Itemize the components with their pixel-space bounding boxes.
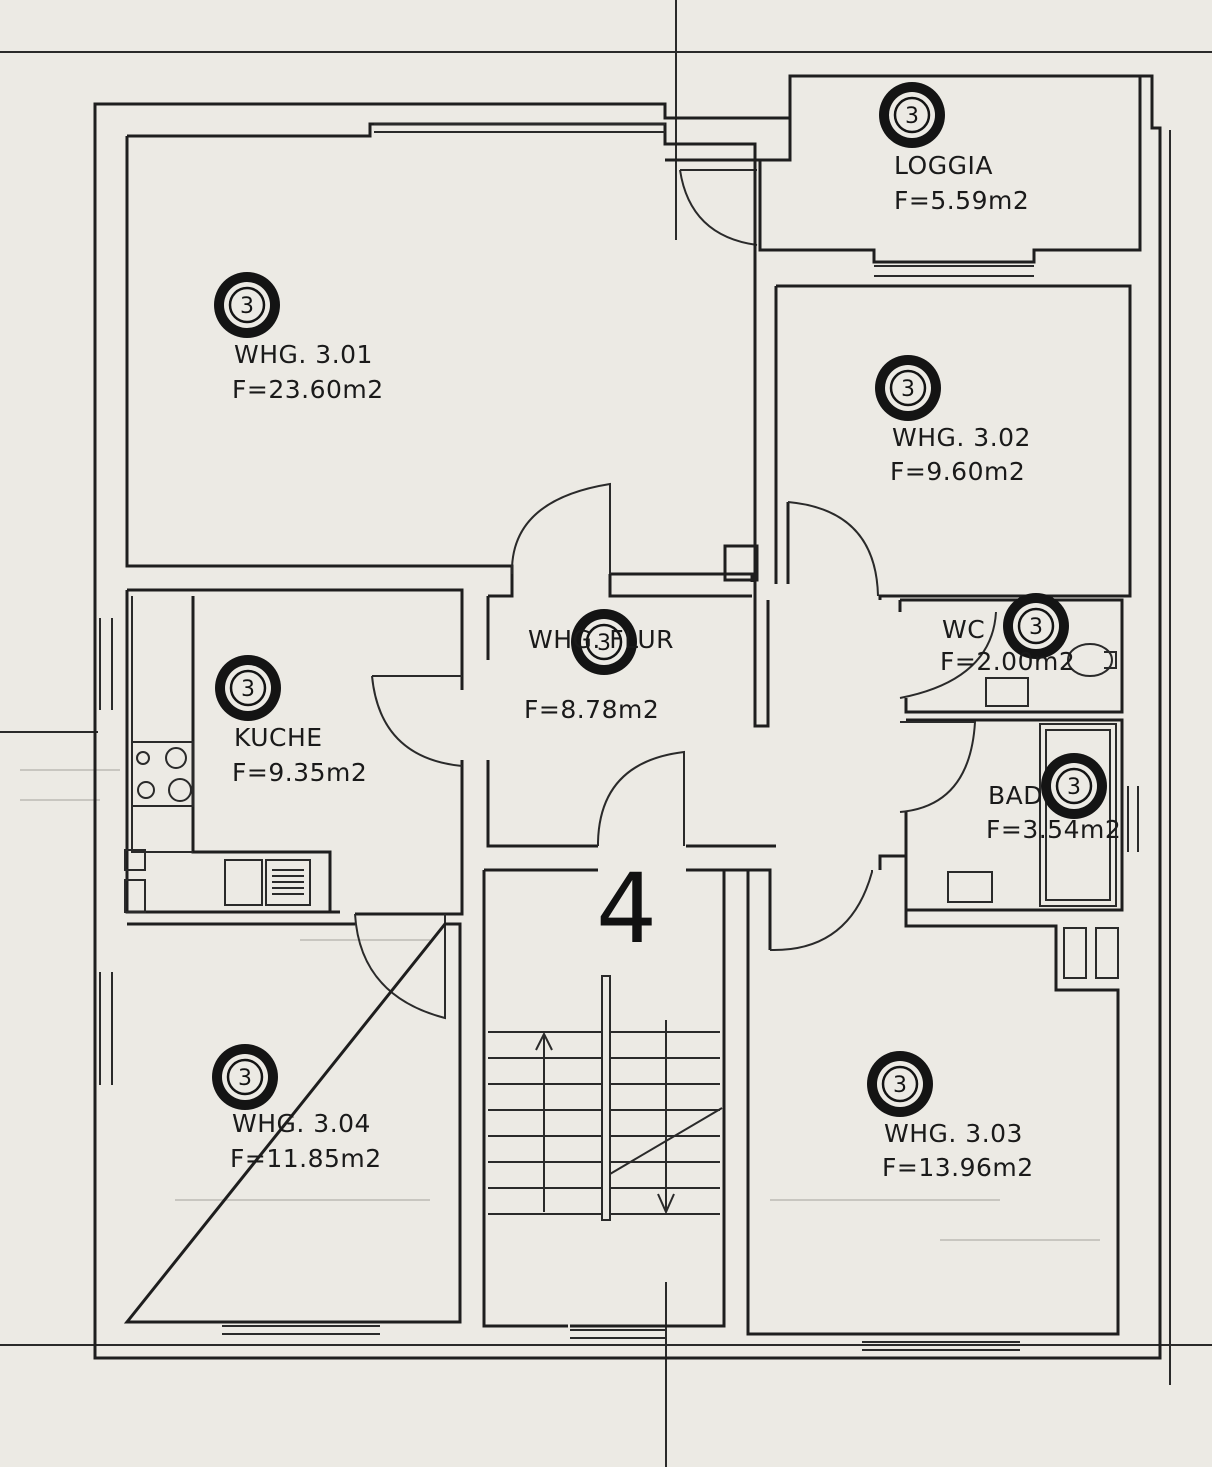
room-301-name: WHG. 3.01 (234, 340, 373, 369)
kitchen-name: KUCHE (234, 723, 323, 752)
room-badge-whg-304: 3 (212, 1044, 278, 1110)
loggia-name: LOGGIA (894, 151, 993, 180)
room-badge-loggia: 3 (879, 82, 945, 148)
room-badge-whg-302: 3 (875, 355, 941, 421)
room-302-name: WHG. 3.02 (892, 423, 1031, 452)
wc-name: WC (942, 615, 985, 644)
room-302-area: F=9.60m2 (890, 457, 1025, 486)
hallway-walls (354, 482, 776, 1020)
room-301-area: F=23.60m2 (232, 375, 384, 404)
room-badge-kuche: 3 (215, 655, 281, 721)
room-badge-number: 3 (893, 1073, 907, 1098)
room-303-walls (724, 854, 1120, 1351)
bath-name: BAD (988, 781, 1043, 810)
bath-area: F=3.54m2 (986, 815, 1121, 844)
room-badge-whg-301: 3 (214, 272, 280, 338)
room-302-walls (774, 284, 1132, 600)
hallway-name: WHG. FLUR (528, 625, 674, 654)
room-badge-number: 3 (241, 677, 255, 702)
room-304-name: WHG. 3.04 (232, 1109, 371, 1138)
wc-area: F=2.00m2 (940, 647, 1075, 676)
room-badge-number: 3 (905, 104, 919, 129)
kitchen-walls (99, 588, 464, 1085)
room-badges: 3 3 3 3 3 3 3 3 3 (212, 82, 1107, 1117)
room-badge-flur: 3 (571, 609, 637, 675)
stairwell-mark: 4 (596, 853, 657, 965)
room-badge-number: 3 (597, 631, 611, 656)
room-badge-number: 3 (1067, 775, 1081, 800)
room-badge-number: 3 (238, 1066, 252, 1091)
room-303-area: F=13.96m2 (882, 1153, 1034, 1182)
room-303-name: WHG. 3.03 (884, 1119, 1023, 1148)
hallway-area: F=8.78m2 (524, 695, 659, 724)
kitchen-area: F=9.35m2 (232, 758, 367, 787)
room-badge-number: 3 (901, 377, 915, 402)
loggia-walls (679, 76, 1142, 277)
stairwell (482, 868, 726, 1339)
room-badge-number: 3 (240, 294, 254, 319)
room-304-walls (123, 922, 462, 1335)
room-badge-bad: 3 (1041, 753, 1107, 819)
room-badge-whg-303: 3 (867, 1051, 933, 1117)
room-badge-wc: 3 (1003, 593, 1069, 659)
room-badge-number: 3 (1029, 615, 1043, 640)
room-304-area: F=11.85m2 (230, 1144, 382, 1173)
loggia-area: F=5.59m2 (894, 186, 1029, 215)
ghost-lines (20, 769, 1100, 1241)
